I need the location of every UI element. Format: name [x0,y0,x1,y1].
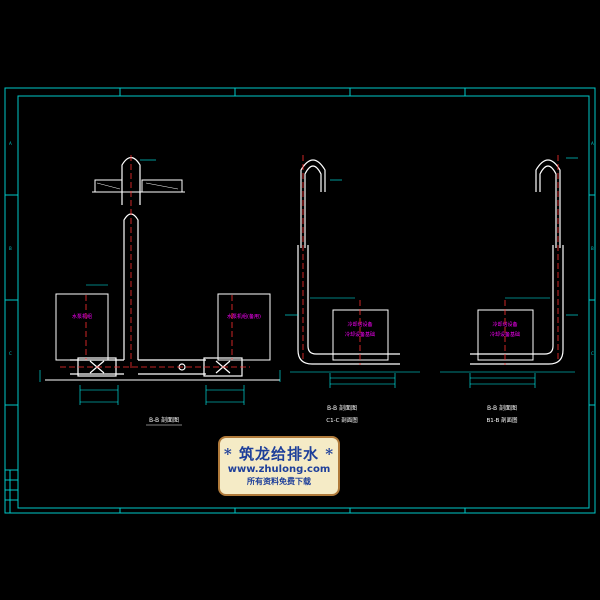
stamp-tagline: 所有资料免费下载 [247,476,311,486]
equipment-box-b [332,309,389,361]
riser-b [297,245,400,365]
equip-a1-label: 水泵机组 [72,313,92,320]
vertical-pipe-a [123,213,206,375]
stamp-title: * 筑龙给排水 * [223,444,335,463]
section-b-sub: C1-C 剖面图 [326,416,358,424]
svg-text:C: C [9,351,12,356]
section-c: 冷却塔设备 冷却设备基础 B-B 剖面图 B1-B 剖面图 [440,155,578,424]
section-c-sub: B1-B 剖面图 [486,416,518,424]
equip-b-label-2: 冷却设备基础 [345,331,375,338]
equip-b-label-1: 冷却塔设备 [347,321,372,328]
centerlines-b [302,155,361,365]
section-a: 水泵机组 水泵机组(备用) B-B 剖面图 [39,155,281,426]
section-c-title: B-B 剖面图 [487,404,517,412]
svg-text:A: A [9,141,12,146]
dimensions-c [440,157,578,388]
dimensions-b [285,179,420,388]
equip-c-label-1: 冷却塔设备 [492,321,517,328]
equip-c-label-2: 冷却设备基础 [490,331,520,338]
u-vent-b [300,159,326,248]
stamp-url: www.zhulong.com [227,463,331,475]
centerlines-a [60,155,250,370]
frame-tick-marks: A B C A B C [9,141,594,356]
svg-text:C: C [591,351,594,356]
section-b-title: B-B 剖面图 [327,404,357,412]
dimensions-a [39,159,281,405]
roof-slab-a [92,179,185,193]
equip-a2-label: 水泵机组(备用) [227,313,261,320]
svg-text:B: B [9,246,12,251]
svg-text:A: A [591,141,594,146]
svg-text:B: B [591,246,594,251]
frame-ticks [5,88,595,513]
equipment-boxes-a [45,293,280,381]
u-vent-c [535,159,561,248]
riser-c [470,245,564,365]
section-b: 冷却塔设备 冷却设备基础 B-B 剖面图 C1-C 剖面图 [285,155,420,424]
section-a-title: B-B 剖面图 [149,416,179,424]
watermark-stamp: * 筑龙给排水 * www.zhulong.com 所有资料免费下载 [218,436,340,496]
centerlines-c [504,155,559,365]
equipment-box-c [477,309,534,361]
